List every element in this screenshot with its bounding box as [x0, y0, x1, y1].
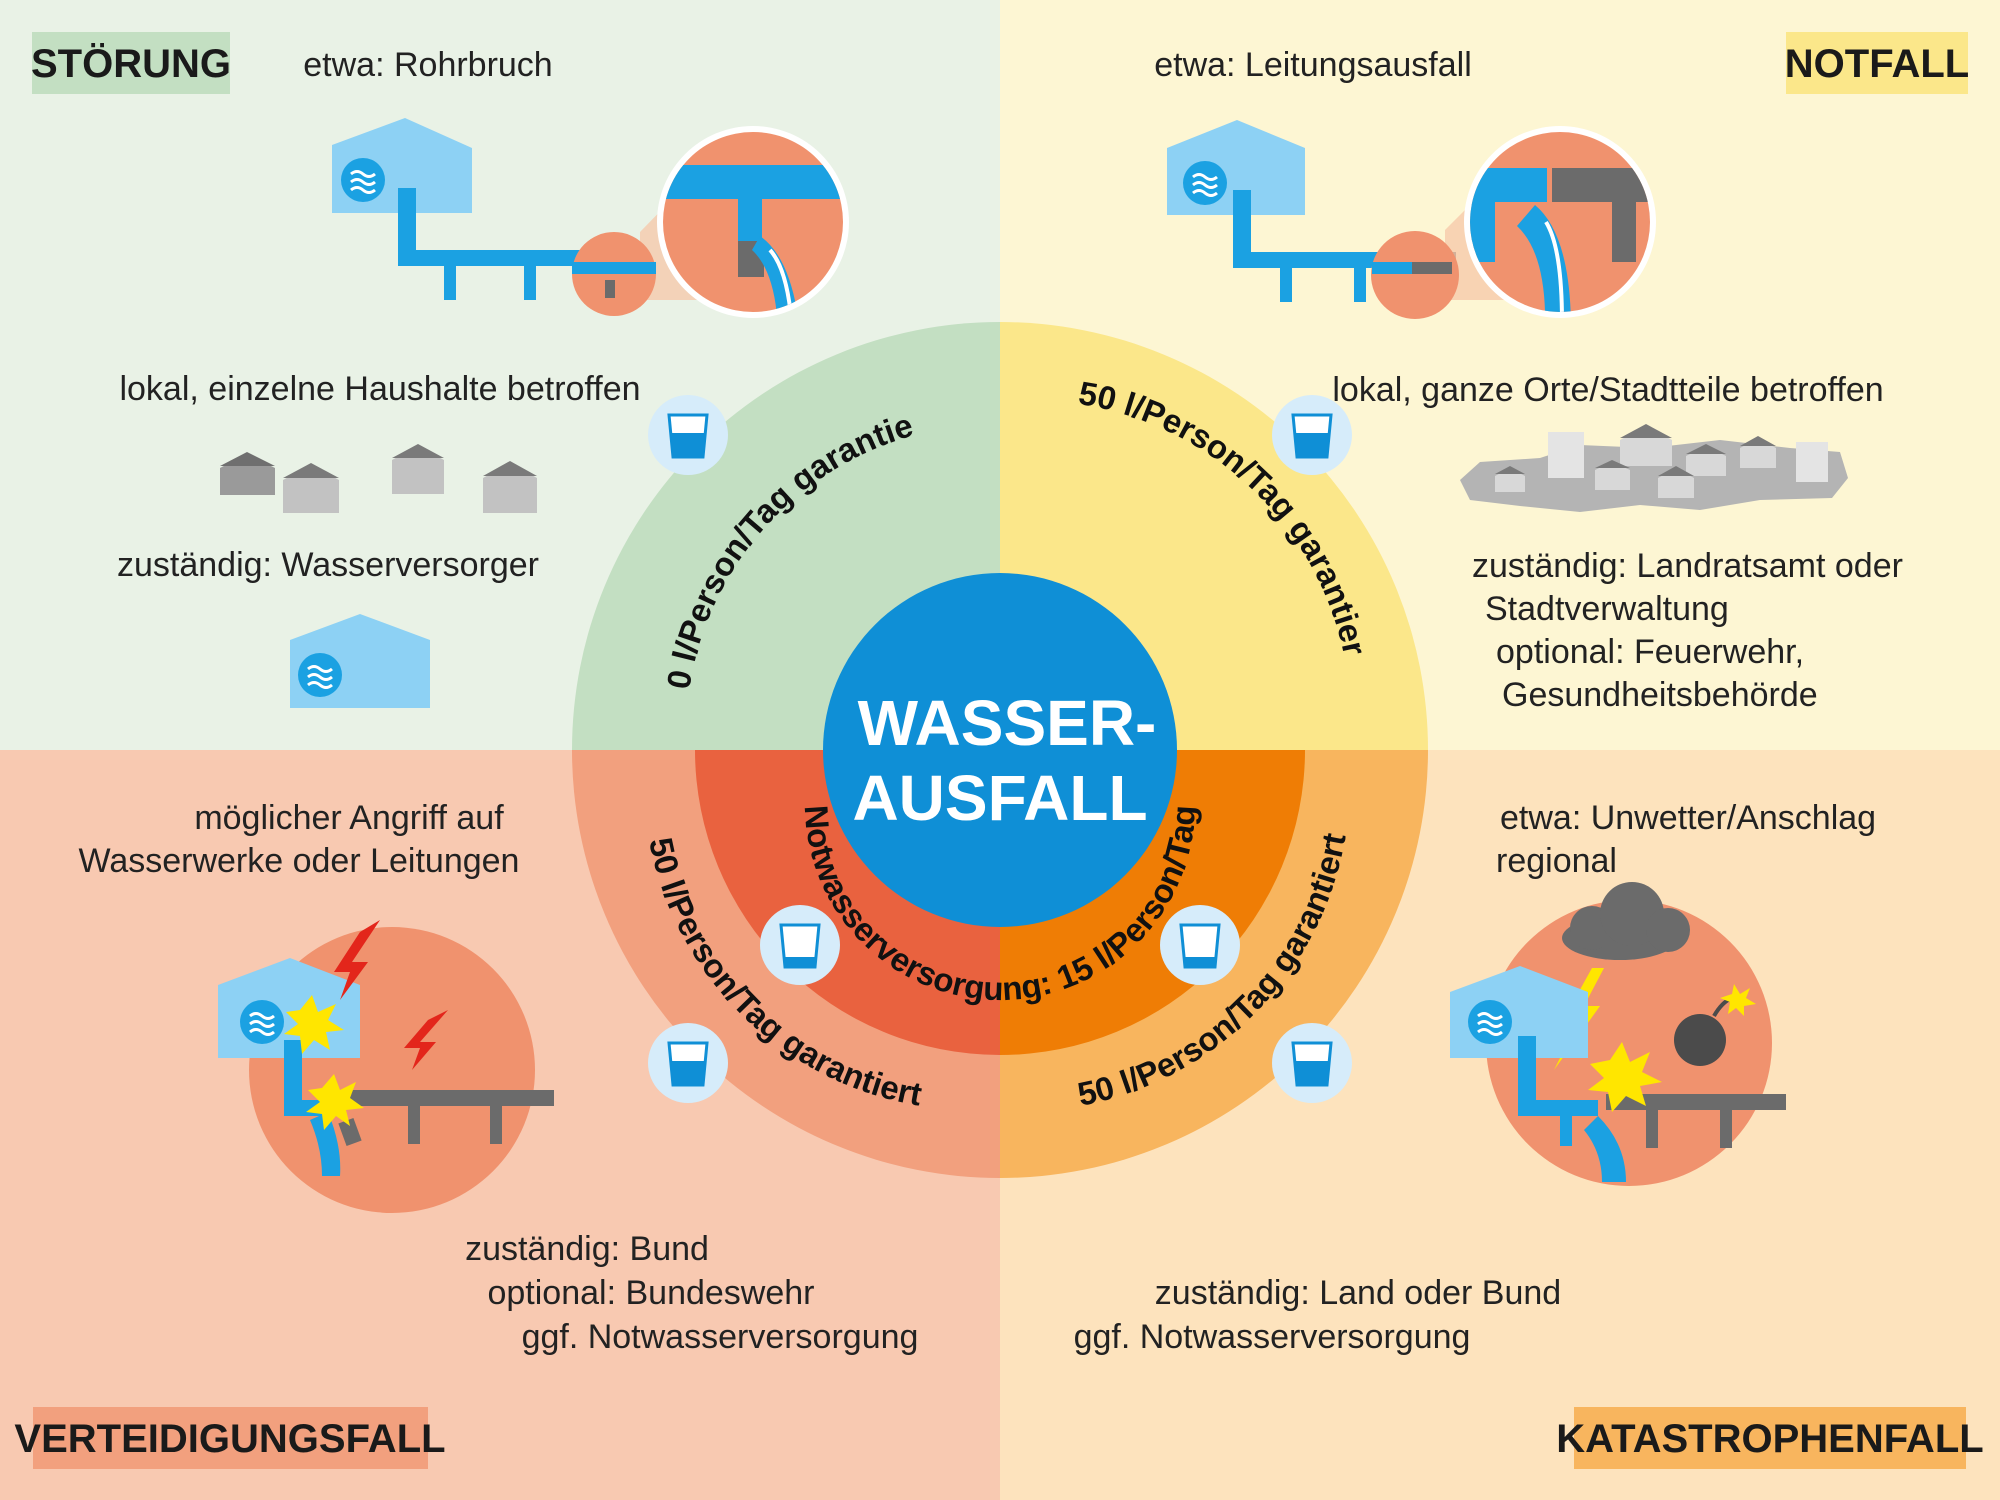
stoerung-label: STÖRUNG	[31, 41, 231, 86]
explosion-icon	[284, 995, 344, 1054]
katastrophe-label: KATASTROPHENFALL	[1556, 1417, 1983, 1461]
katastrophe-example-line1: etwa: Unwetter/Anschlag	[1500, 799, 1876, 837]
town-icon	[1460, 424, 1848, 512]
verteidigung-resp-line2: optional: Bundeswehr	[487, 1274, 814, 1312]
center-title-line2: AUSFALL	[852, 762, 1147, 834]
water-glass-icon	[648, 1023, 728, 1103]
center-title-line1: WASSER-	[858, 687, 1157, 759]
water-glass-small-icon	[760, 905, 840, 985]
verteidigung-resp-line1: zuständig: Bund	[465, 1230, 709, 1268]
verteidigung-example-line2: Wasserwerke oder Leitungen	[79, 842, 520, 880]
water-utility-icon	[290, 614, 430, 708]
verteidigung-label-box	[33, 1407, 428, 1469]
stoerung-responsibility: zuständig: Wasserversorger	[117, 546, 539, 584]
verteidigung-example-line1: möglicher Angriff auf	[194, 799, 504, 837]
notfall-label-box	[1786, 32, 1968, 94]
water-glass-icon	[1272, 395, 1352, 475]
notfall-label: NOTFALL	[1785, 42, 1969, 86]
stoerung-scope: lokal, einzelne Haushalte betroffen	[119, 370, 640, 408]
attack-illustration	[218, 920, 554, 1213]
notfall-scope: lokal, ganze Orte/Stadtteile betroffen	[1332, 371, 1883, 409]
storm-cloud-icon	[1562, 882, 1690, 960]
notfall-example: etwa: Leitungsausfall	[1154, 46, 1472, 84]
single-houses-icon	[220, 444, 537, 513]
line-failure-illustration	[1167, 120, 1656, 319]
explosion-icon	[306, 1074, 364, 1130]
pipe-break-illustration	[332, 118, 849, 318]
stoerung-example: etwa: Rohrbruch	[303, 46, 552, 84]
water-glass-icon	[648, 395, 728, 475]
lightning-icon	[334, 920, 380, 1000]
katastrophe-label-box	[1574, 1407, 1966, 1469]
katastrophe-resp-line2: ggf. Notwasserversorgung	[1074, 1318, 1471, 1356]
bomb-icon	[1674, 984, 1756, 1066]
center-circle	[823, 573, 1177, 927]
notfall-resp-line4: Gesundheitsbehörde	[1502, 676, 1818, 714]
water-glass-icon	[1272, 1023, 1352, 1103]
verteidigung-resp-line3: ggf. Notwasserversorgung	[522, 1318, 919, 1356]
notfall-resp-line3: optional: Feuerwehr,	[1496, 633, 1804, 671]
explosion-icon	[1588, 1042, 1662, 1112]
katastrophe-example-line2: regional	[1496, 842, 1617, 880]
verteidigung-label: VERTEIDIGUNGSFALL	[14, 1417, 445, 1461]
disaster-illustration	[1450, 882, 1786, 1186]
katastrophe-resp-line1: zuständig: Land oder Bund	[1155, 1274, 1561, 1312]
water-glass-small-icon	[1160, 905, 1240, 985]
stoerung-label-box	[32, 32, 230, 94]
notfall-resp-line2: Stadtverwaltung	[1485, 590, 1729, 628]
notfall-resp-line1: zuständig: Landratsamt oder	[1472, 547, 1903, 585]
lightning-icon	[404, 1010, 448, 1070]
